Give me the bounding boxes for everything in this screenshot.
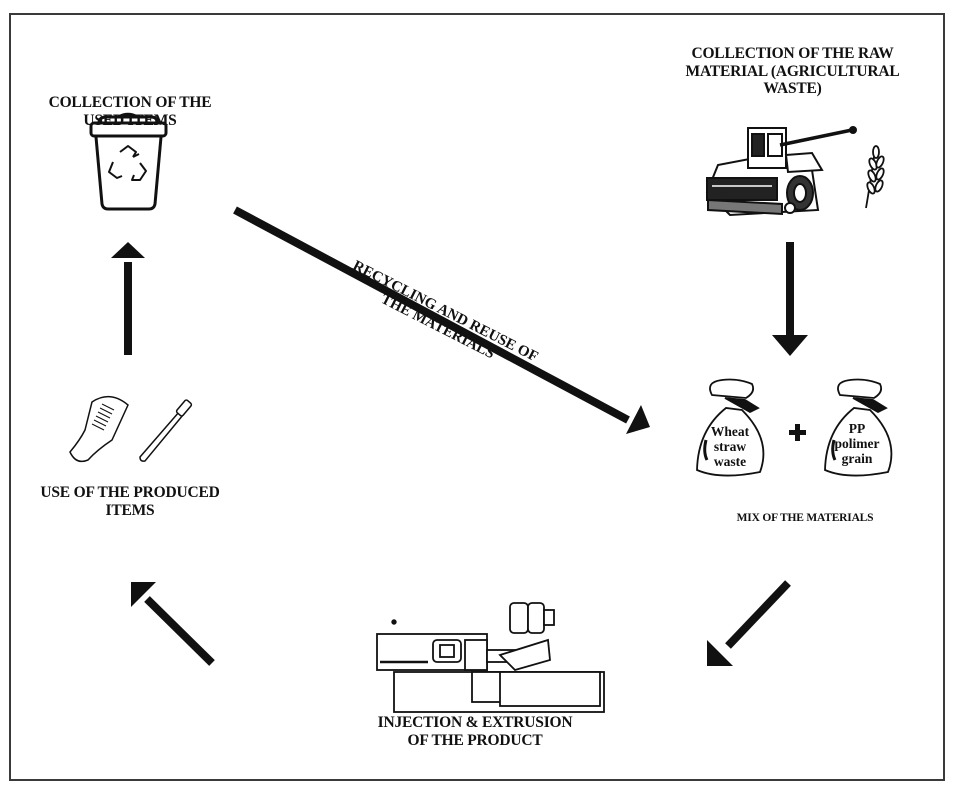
sack-label-pp-polymer: PP polimer grain bbox=[834, 421, 880, 466]
stage-label-mix: MIX OF THE MATERIALS bbox=[736, 512, 874, 524]
stage-label-collection-raw: COLLECTION OF THE RAW MATERIAL (AGRICULT… bbox=[685, 45, 900, 97]
arrow-raw-to-mix bbox=[772, 242, 808, 356]
wheat-icon bbox=[865, 145, 885, 209]
sack-pp-polymer-icon bbox=[824, 378, 893, 477]
arrow-recycle-to-mix bbox=[233, 206, 650, 434]
stage-label-injection: INJECTION & EXTRUSION OF THE PRODUCT bbox=[377, 714, 573, 749]
arrow-mix-to-injection bbox=[707, 580, 791, 666]
comb-icon bbox=[69, 396, 129, 463]
sack-wheat-straw-icon bbox=[696, 378, 765, 477]
plus-icon bbox=[789, 424, 806, 441]
arrow-injection-to-use bbox=[131, 582, 215, 666]
injection-molding-machine-icon bbox=[376, 602, 605, 713]
combine-harvester-icon bbox=[705, 126, 857, 217]
stage-label-use: USE OF THE PRODUCED ITEMS bbox=[40, 484, 220, 519]
arrow-use-to-collection bbox=[111, 242, 145, 355]
diagram-frame bbox=[9, 13, 945, 781]
toothbrush-icon bbox=[139, 399, 193, 462]
sack-label-wheat-straw: Wheat straw waste bbox=[710, 424, 750, 469]
recycle-bin-icon bbox=[89, 112, 168, 211]
